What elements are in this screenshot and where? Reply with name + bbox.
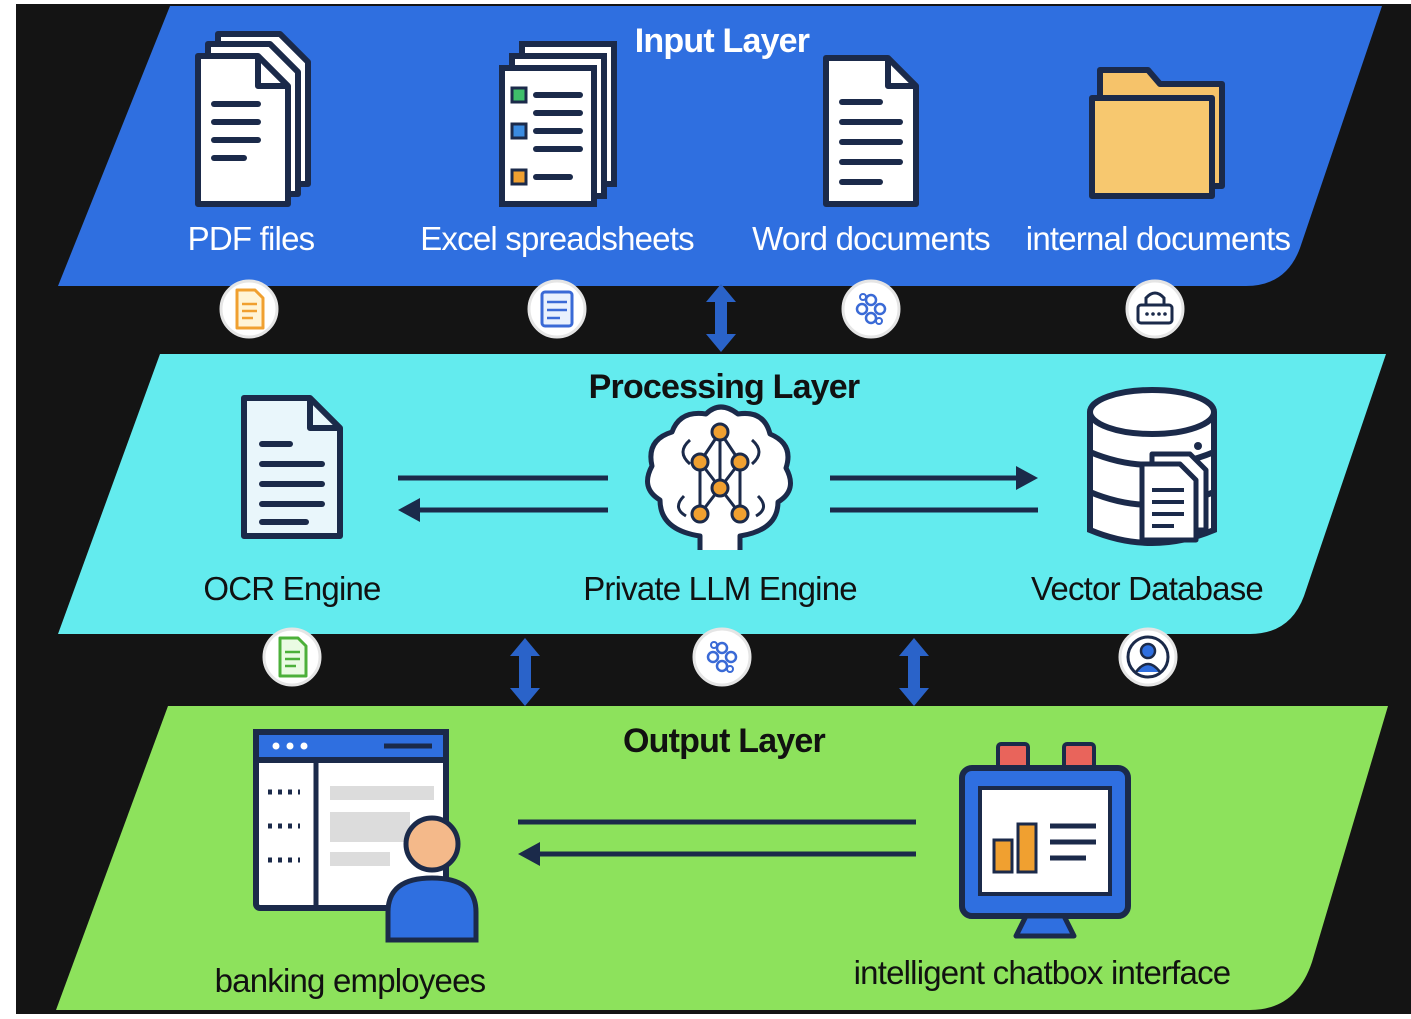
ocr-engine-label: OCR Engine <box>203 570 380 607</box>
pdf-stack-icon <box>195 31 311 207</box>
text-document-badge-icon <box>262 627 322 687</box>
banking-employees-label: banking employees <box>215 962 486 999</box>
word-documents-label: Word documents <box>752 220 990 257</box>
arrow-right-icon <box>830 466 1038 513</box>
network-badge-icon <box>841 279 901 339</box>
arrow-left-icon <box>518 819 916 866</box>
network-badge-icon <box>692 627 752 687</box>
folder-icon <box>1089 67 1225 199</box>
processing-layer-title: Processing Layer <box>589 368 860 406</box>
browser-user-icon <box>253 729 479 943</box>
spreadsheet-stack-icon <box>499 41 617 207</box>
excel-spreadsheets-label: Excel spreadsheets <box>420 220 694 257</box>
word-document-icon <box>823 55 919 207</box>
internal-documents-label: internal documents <box>1026 220 1291 257</box>
database-documents-icon <box>1087 387 1217 546</box>
intelligent-chatbox-interface-label: intelligent chatbox interface <box>854 954 1231 991</box>
arrow-left-icon <box>398 475 608 522</box>
output-layer-title: Output Layer <box>623 722 826 760</box>
pdf-files-label: PDF files <box>188 220 315 257</box>
ocr-document-icon <box>241 395 343 539</box>
private-llm-engine-label: Private LLM Engine <box>583 570 857 607</box>
user-badge-icon <box>1118 627 1178 687</box>
dashboard-monitor-icon <box>959 742 1131 939</box>
form-badge-icon <box>527 279 587 339</box>
vector-database-label: Vector Database <box>1031 570 1263 607</box>
document-badge-icon <box>219 279 279 339</box>
lock-badge-icon <box>1125 279 1185 339</box>
input-layer-band <box>58 6 1382 286</box>
brain-network-icon <box>645 404 793 550</box>
input-layer-title: Input Layer <box>635 22 810 60</box>
